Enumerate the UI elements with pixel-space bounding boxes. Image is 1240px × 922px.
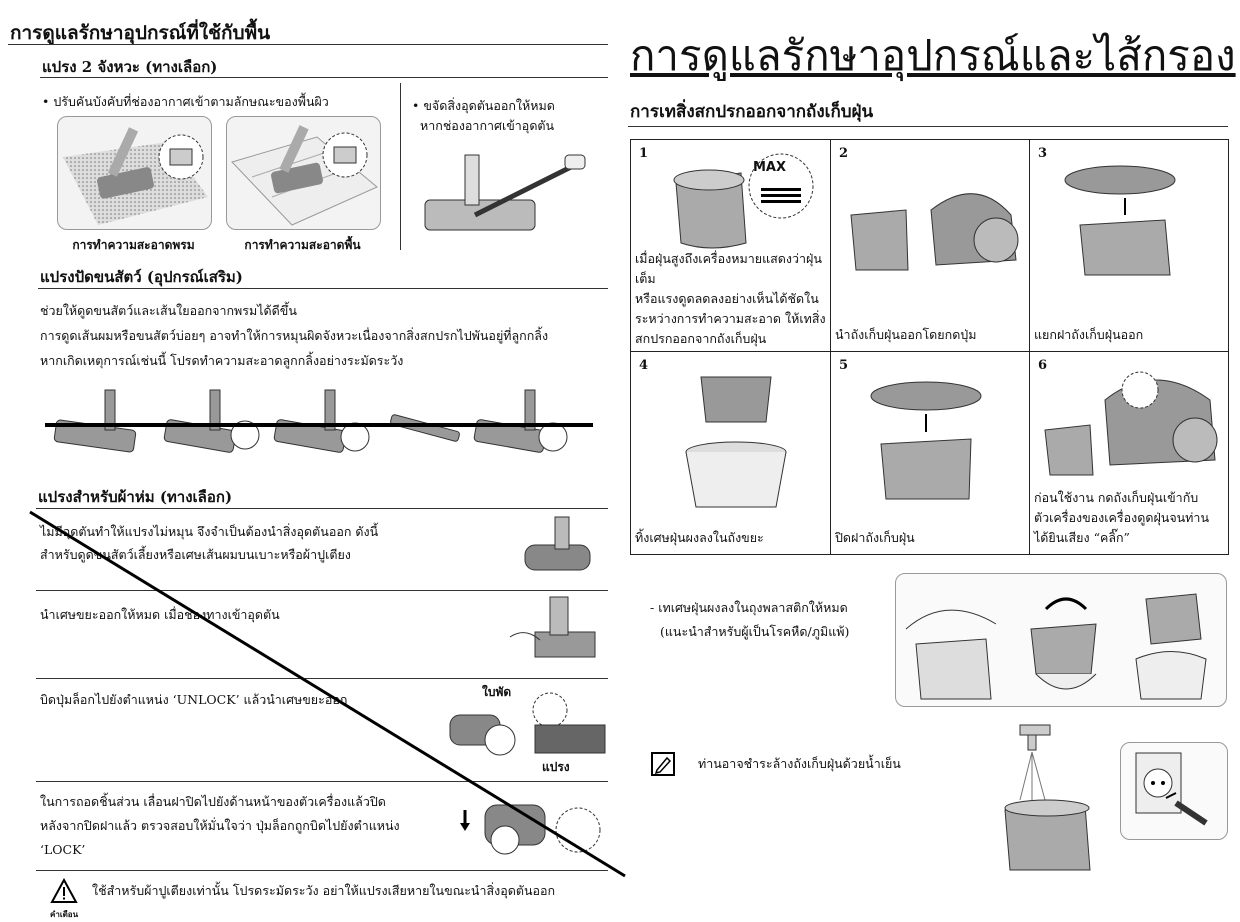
wash-note: ท่านอาจชำระล้างถังเก็บฝุ่นด้วยน้ำเย็น [698, 756, 901, 771]
blanket-brush-title: แปรงสำหรับผ้าห่ม (ทางเลือก) [38, 488, 233, 506]
right-page-title: การดูแลรักษาอุปกรณ์และไส้กรอง [630, 31, 1236, 80]
divider [8, 44, 608, 45]
pet-brush-line1: ช่วยให้ดูดขนสัตว์และเส้นใยออกจากพรมได้ดี… [40, 303, 297, 318]
step-text-line: สกปรกออกจากถังเก็บฝุ่น [635, 331, 767, 346]
bullet-clear-blockage: • ขจัดสิ่งอุดตันออกให้หมด [412, 98, 555, 113]
remove-bin-illustration [850, 193, 1019, 271]
warning-triangle-icon [50, 878, 78, 904]
step-text-line: ระหว่างการทำความสะอาด ให้เทสิ่ง [635, 311, 826, 326]
pet-brush-steps-illustration [45, 385, 595, 465]
step-text-line: ปิดฝาถังเก็บฝุ่น [835, 530, 915, 545]
strike-through-line [29, 510, 626, 878]
step-text-line: หรือแรงดูดลดลงอย่างเห็นได้ชัดใน [635, 291, 819, 306]
step-4: 4 ทิ้งเศษฝุ่นผงลงในถังขยะ [631, 352, 831, 554]
divider [40, 77, 608, 78]
bag-note-line2: (แนะนำสำหรับผู้เป็นโรคหืด/ภูมิแพ้) [660, 624, 850, 639]
reattach-bin-illustration [1044, 371, 1218, 476]
lock-illustration [460, 785, 610, 870]
wash-with-water-illustration [990, 720, 1110, 880]
step-6: 6 ก่อนใช้งาน กดถังเก็บฝุ่นเข้ากับ ตัวเคร… [1030, 352, 1228, 554]
two-stage-brush-title: แปรง 2 จังหวะ (ทางเลือก) [42, 58, 218, 76]
step-2: 2 นำถังเก็บฝุ่นออกโดยกดปุ่ม [831, 140, 1030, 352]
divider [36, 678, 608, 679]
bullet-clear-blockage-cont: หากช่องอากาศเข้าอุดตัน [420, 118, 555, 133]
floor-cleaning-illustration [226, 116, 381, 230]
step-number: 6 [1038, 358, 1048, 373]
step-number: 2 [839, 146, 849, 161]
step-number: 4 [639, 358, 649, 373]
pet-brush-line2: การดูดเส้นผมหรือขนสัตว์บ่อยๆ อาจทำให้การ… [40, 328, 549, 343]
divider [36, 508, 608, 509]
pet-brush-title: แปรงปัดขนสัตว์ (อุปกรณ์เสริม) [40, 268, 243, 286]
step-text-line: แยกฝาถังเก็บฝุ่นออก [1034, 327, 1144, 342]
blanket-p4-line1: ในการถอดชิ้นส่วน เลื่อนฝาปิดไปยังด้านหน้… [40, 794, 386, 809]
step-text-line: ทิ้งเศษฝุ่นผงลงในถังขยะ [635, 530, 764, 545]
label-brush: แปรง [542, 760, 570, 774]
blanket-p1-line2: สำหรับดูดขนสัตว์เลี้ยงหรือเศษเส้นผมบนเบา… [40, 547, 351, 562]
blanket-p4-line2: หลังจากปิดฝาแล้ว ตรวจสอบให้มั่นใจว่า ปุ่… [40, 818, 400, 833]
step-text-line: ก่อนใช้งาน กดถังเก็บฝุ่นเข้ากับ [1034, 490, 1199, 505]
left-page-title: การดูแลรักษาอุปกรณ์ที่ใช้กับพื้น [10, 22, 271, 44]
carpet-caption: การทำความสะอาดพรม [72, 238, 195, 252]
divider [628, 126, 1228, 127]
divider [36, 781, 608, 782]
step-text-line: ตัวเครื่องของเครื่องดูดฝุ่นจนท่าน [1034, 510, 1209, 525]
max-label: MAX [753, 160, 787, 175]
step-text-line: ได้ยินเสียง “คลิ๊ก” [1034, 530, 1130, 545]
carpet-cleaning-illustration [57, 116, 212, 230]
blanket-p1-line1: ไม่มีอุดตันทำให้แปรงไม่หมุน จึงจำเป็นต้อ… [40, 524, 379, 539]
remove-debris-illustration [505, 592, 605, 672]
blanket-p3: บิดปุ่มล็อกไปยังตำแหน่ง ‘UNLOCK’ แล้วนำเ… [40, 692, 348, 707]
nozzle-blockage-illustration [415, 145, 595, 245]
warning-text: ใช้สำหรับผ้าปูเตียงเท่านั้น โปรดระมัดระว… [92, 883, 556, 898]
pet-brush-line3: หากเกิดเหตุการณ์เช่นนี้ โปรดทำความสะอาดล… [40, 353, 404, 368]
blanket-p4-line3: ‘LOCK’ [40, 842, 86, 857]
floor-caption: การทำความสะอาดพื้น [244, 238, 361, 252]
step-1: 1 MAX เมื่อฝุ่นสูงถึงเครื่องหมายแสดงว่าฝ… [631, 140, 831, 352]
bag-note-line1: - เทเศษฝุ่นผงลงในถุงพลาสติกให้หมด [650, 600, 848, 615]
step-text-line: เมื่อฝุ่นสูงถึงเครื่องหมายแสดงว่าฝุ่นเต็… [635, 251, 822, 286]
step-3: 3 แยกฝาถังเก็บฝุ่นออก [1030, 140, 1228, 352]
plastic-bag-illustration [895, 573, 1227, 707]
separate-lid-illustration [1064, 165, 1176, 276]
divider [38, 288, 608, 289]
label-blade: ใบพัด [482, 685, 512, 699]
step-number: 1 [639, 146, 649, 161]
step-number: 5 [839, 358, 849, 373]
blanket-p2: นำเศษขยะออกให้หมด เมื่อช่องทางเข้าอุดตัน [40, 607, 280, 622]
step-text-line: นำถังเก็บฝุ่นออกโดยกดปุ่ม [835, 327, 977, 342]
column-divider [400, 83, 401, 250]
unlock-illustration [440, 690, 610, 765]
warning-label: คำเตือน [50, 909, 79, 919]
divider [36, 590, 608, 591]
note-pencil-icon [651, 752, 675, 776]
close-lid-illustration [870, 381, 982, 500]
step-5: 5 ปิดฝาถังเก็บฝุ่น [831, 352, 1030, 554]
blanket-brush-illustration [520, 515, 600, 580]
empty-dust-bin-subtitle: การเทสิ่งสกปรกออกจากถังเก็บฝุ่น [630, 102, 874, 122]
empty-into-trash-illustration [685, 376, 787, 508]
dust-bin-max-illustration [673, 153, 814, 249]
steps-grid: 1 MAX เมื่อฝุ่นสูงถึงเครื่องหมายแสดงว่าฝ… [630, 139, 1229, 555]
step-number: 3 [1038, 146, 1048, 161]
divider [36, 870, 608, 871]
bullet-adjust-lever: • ปรับคันบังคับที่ช่องอากาศเข้าตามลักษณะ… [42, 94, 329, 109]
unplug-illustration [1120, 742, 1228, 840]
